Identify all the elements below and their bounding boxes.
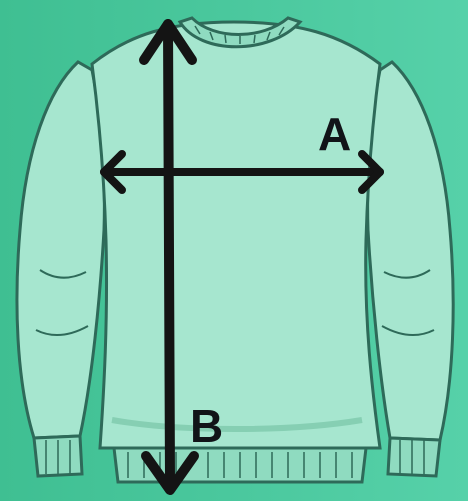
width-label: A — [318, 108, 351, 160]
length-arrow-shaft — [168, 24, 170, 480]
length-label: B — [190, 400, 223, 452]
sweater-body — [92, 22, 380, 448]
right-cuff — [388, 438, 440, 476]
